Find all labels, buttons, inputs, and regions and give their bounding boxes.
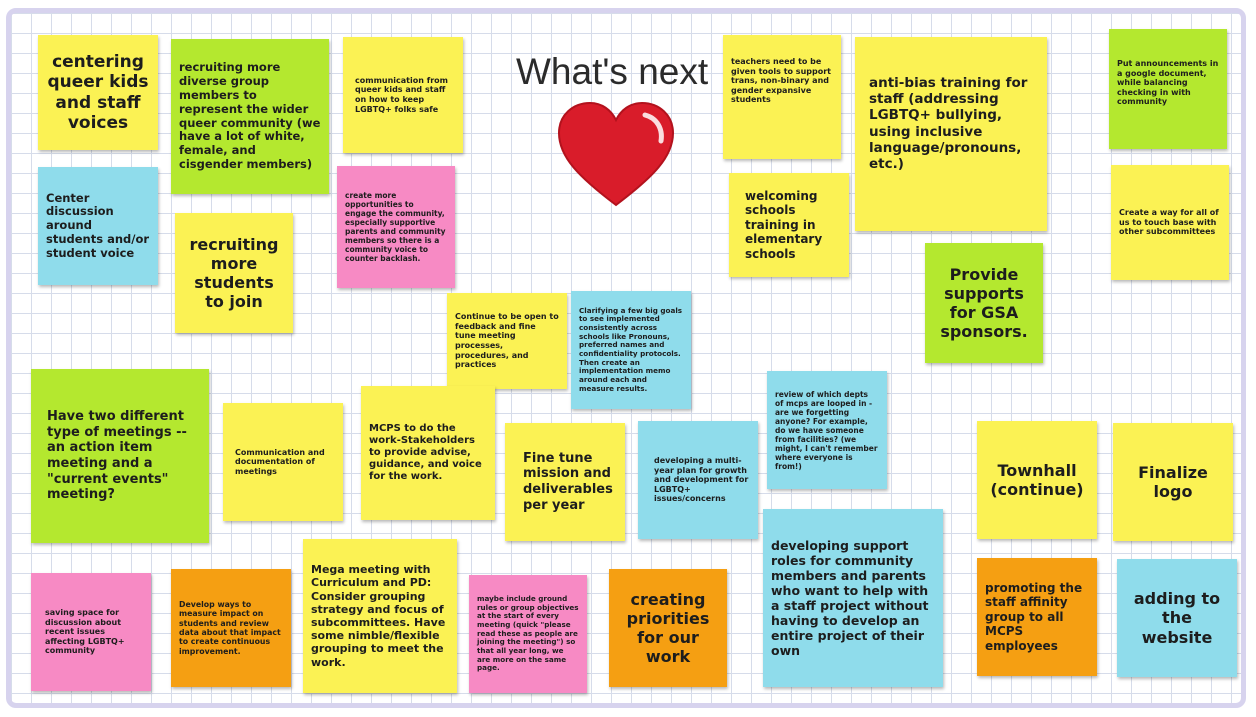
sticky-note[interactable]: communication from queer kids and staff …	[343, 37, 463, 153]
sticky-note[interactable]: Townhall (continue)	[977, 421, 1097, 539]
sticky-note[interactable]: promoting the staff affinity group to al…	[977, 558, 1097, 676]
sticky-note[interactable]: Center discussion around students and/or…	[38, 167, 158, 285]
sticky-note[interactable]: Have two different type of meetings -- a…	[31, 369, 209, 543]
sticky-note[interactable]: centering queer kids and staff voices	[38, 35, 158, 150]
sticky-note[interactable]: Continue to be open to feedback and fine…	[447, 293, 567, 389]
sticky-note[interactable]: maybe include ground rules or group obje…	[469, 575, 587, 693]
sticky-note[interactable]: Finalize logo	[1113, 423, 1233, 541]
sticky-note[interactable]: welcoming schools training in elementary…	[729, 173, 849, 277]
sticky-note[interactable]: Develop ways to measure impact on studen…	[171, 569, 291, 687]
sticky-note[interactable]: anti-bias training for staff (addressing…	[855, 37, 1047, 231]
whiteboard-canvas[interactable]: What's next centering queer kids and sta…	[6, 8, 1246, 708]
sticky-note[interactable]: recruiting more students to join	[175, 213, 293, 333]
sticky-note[interactable]: developing a multi-year plan for growth …	[638, 421, 758, 539]
sticky-note[interactable]: recruiting more diverse group members to…	[171, 39, 329, 194]
sticky-note[interactable]: creating priorities for our work	[609, 569, 727, 687]
sticky-note[interactable]: adding to the website	[1117, 559, 1237, 677]
heart-icon	[557, 101, 675, 207]
sticky-note[interactable]: Provide supports for GSA sponsors.	[925, 243, 1043, 363]
sticky-note[interactable]: review of which depts of mcps are looped…	[767, 371, 887, 489]
sticky-note[interactable]: create more opportunities to engage the …	[337, 166, 455, 288]
sticky-note[interactable]: Clarifying a few big goals to see implem…	[571, 291, 691, 409]
sticky-note[interactable]: Mega meeting with Curriculum and PD: Con…	[303, 539, 457, 693]
sticky-note[interactable]: teachers need to be given tools to suppo…	[723, 35, 841, 159]
sticky-note[interactable]: developing support roles for community m…	[763, 509, 943, 687]
board-title: What's next	[516, 51, 709, 92]
sticky-note[interactable]: Fine tune mission and deliverables per y…	[505, 423, 625, 541]
sticky-note[interactable]: MCPS to do the work-Stakeholders to prov…	[361, 386, 495, 520]
sticky-note[interactable]: Put announcements in a google document, …	[1109, 29, 1227, 149]
sticky-note[interactable]: Create a way for all of us to touch base…	[1111, 165, 1229, 280]
sticky-note[interactable]: saving space for discussion about recent…	[31, 573, 151, 691]
sticky-note[interactable]: Communication and documentation of meeti…	[223, 403, 343, 521]
